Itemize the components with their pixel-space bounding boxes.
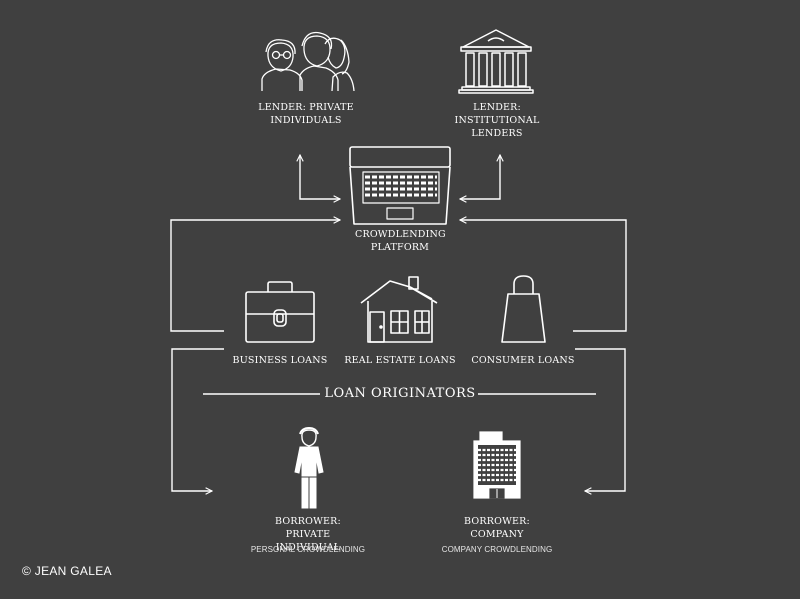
label-consumer-loans: CONSUMER LOANS [471,355,575,366]
label-loan-originators: LOAN ORIGINATORS [324,386,476,401]
label-real-estate-loans: REAL ESTATE LOANS [344,355,456,366]
arrow-platform-to-lender-private [300,155,340,199]
person-icon [294,426,324,509]
arrow-consumer-to-platform [460,220,627,332]
house-icon [360,276,438,343]
briefcase-icon [245,281,315,343]
shopping-bag-icon [501,275,546,343]
arrow-to-borrower-private [171,348,224,491]
arrow-to-borrower-company [575,348,626,491]
label-borrower-private-sub: PERSONAL CROWDLENDING [250,545,366,554]
copyright: © JEAN GALEA [22,564,112,578]
label-platform: CROWDLENDING PLATFORM [355,229,446,253]
arrow-business-to-platform [170,220,340,332]
office-building-icon [473,431,521,499]
label-borrower-private: BORROWER: PRIVATE INDIVIDUAL [275,516,341,553]
laptop-icon [349,146,451,225]
connectors [170,155,627,491]
label-borrower-company: BORROWER: COMPANY [464,516,530,540]
label-business-loans: BUSINESS LOANS [232,355,328,366]
arrow-platform-to-lender-institutional [460,155,500,199]
bank-icon [458,29,534,94]
label-lender-institutional: LENDER: INSTITUTIONAL LENDERS [454,102,540,139]
label-borrower-company-sub: COMPANY CROWDLENDING [441,545,553,554]
label-lender-private: LENDER: PRIVATE INDIVIDUALS [258,102,354,126]
people-icon [261,31,355,92]
